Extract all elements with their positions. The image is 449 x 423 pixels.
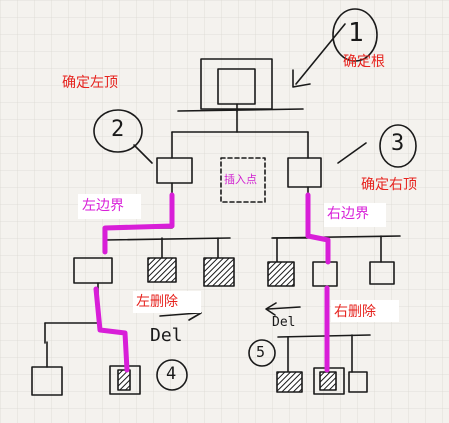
step-4-circle (156, 359, 188, 391)
left-border-path-upper (102, 192, 175, 255)
right-leaf-node-1 (276, 371, 303, 393)
step-3-circle (379, 124, 417, 168)
right-top-label: 确定右顶 (361, 177, 417, 193)
step-5-number: 5 (256, 343, 266, 361)
right-del-arrow-head (265, 302, 277, 316)
root-arrow-shaft (295, 23, 346, 85)
left-top-pointer (133, 144, 153, 164)
right-top-pointer (337, 142, 367, 164)
right-del-text: Del (272, 315, 296, 330)
right-del-arrow-shaft (267, 306, 301, 310)
right-subtree-drops (276, 235, 382, 263)
left-del-text: Del (150, 325, 183, 346)
level1-drops (171, 131, 309, 159)
left-branch-node (73, 257, 113, 284)
right-leaf-node-3 (348, 371, 368, 393)
right-delete-label-bg (331, 300, 399, 322)
right-border-label: 右边界 (327, 206, 369, 222)
right-delete-label: 右删除 (334, 304, 376, 320)
right-border-label-bg (324, 203, 386, 227)
left-del-arrow-shaft (159, 312, 199, 317)
left-border-label: 左边界 (82, 198, 124, 214)
step-3-number: 3 (391, 131, 405, 156)
right-leaf-drops (287, 334, 353, 373)
step-1-circle (332, 8, 378, 62)
left-sibling-node-2 (203, 257, 235, 287)
left-top-node (156, 157, 193, 184)
step-5-circle (248, 339, 276, 367)
root-arrow-head (292, 69, 311, 88)
right-leaf-bus (277, 334, 371, 338)
left-sibling-node-1 (147, 257, 177, 283)
right-sibling-node-2 (369, 261, 395, 285)
right-sibling-node-1 (267, 261, 295, 287)
step-2-number: 2 (111, 117, 125, 142)
step-4-number: 4 (166, 364, 177, 384)
left-border-label-bg (78, 194, 141, 219)
step-2-circle (93, 109, 143, 153)
left-delete-label-bg (133, 291, 201, 313)
step-1-number: 1 (348, 18, 364, 48)
right-border-path-upper (305, 192, 331, 265)
root-label: 确定根 (343, 54, 385, 70)
right-subtree-bus (271, 235, 401, 239)
tree-structure (31, 8, 417, 396)
insert-point-label: 插入点 (224, 173, 257, 186)
left-subtree-drops (161, 237, 219, 259)
left-subtree-bus (104, 237, 231, 241)
insert-point-node (220, 157, 266, 203)
root-base (177, 108, 304, 112)
right-top-node (287, 157, 322, 188)
border-paths (93, 192, 331, 373)
right-delete-node-hatch (319, 371, 337, 391)
right-branch-node (312, 261, 338, 287)
left-border-path-lower (93, 286, 130, 373)
left-delete-label: 左删除 (136, 294, 178, 310)
left-top-label: 确定左顶 (62, 75, 118, 91)
left-delete-node-hatch (117, 369, 131, 391)
